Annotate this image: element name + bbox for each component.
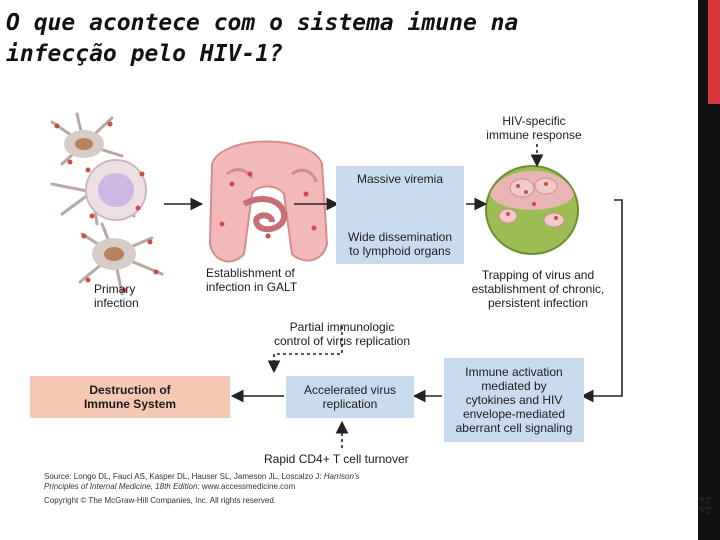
primary-infection-line-2: infection <box>94 296 139 310</box>
source-citation: Source: Longo DL, Fauci AS, Kasper DL, H… <box>44 472 359 506</box>
source-url: www.accessmedicine.com <box>201 482 296 491</box>
partial-control-line-2: control of virus replication <box>273 334 411 348</box>
viremia-text: Massive viremia <box>356 172 443 186</box>
slide-title-line-1: O que acontece com o sistema imune na <box>6 10 519 36</box>
dissemination-text: Wide dissemination to lymphoid organs <box>336 230 464 258</box>
galt-line-1: Establishment of <box>206 266 295 280</box>
slide-title: O que acontece com o sistema imune na in… <box>6 8 696 70</box>
turnover-label: Rapid CD4+ T cell turnover <box>264 452 409 466</box>
destruction-text: Destruction of Immune System <box>30 383 230 411</box>
lymph-node-illustration <box>485 165 579 255</box>
partial-control-line-1: Partial immunologic <box>289 320 395 334</box>
source-title-part-2: Principles of Internal Medicine, 18th Ed… <box>44 482 200 491</box>
hiv-response-line-2: immune response <box>486 128 582 142</box>
dendritic-cells-illustration <box>50 112 164 296</box>
destruction-box: Destruction of Immune System <box>30 376 230 418</box>
galt-line-2: infection in GALT <box>206 280 298 294</box>
viremia-dissemination-box: Massive viremia Wide dissemination to ly… <box>336 166 464 264</box>
dissemination-line-1: Wide dissemination <box>347 230 453 244</box>
side-bar <box>698 0 720 540</box>
immune-activation-line-5: aberrant cell signaling <box>455 421 573 435</box>
immune-activation-line-4: envelope-mediated <box>462 407 566 421</box>
source-title-part-1: Harrison's <box>323 472 360 481</box>
galt-label: Establishment of infection in GALT <box>206 266 297 294</box>
accelerated-line-2: replication <box>322 397 378 411</box>
page-number: 44 <box>696 494 716 516</box>
destruction-line-2: Immune System <box>83 397 177 411</box>
trapping-label: Trapping of virus and establishment of c… <box>452 268 624 310</box>
side-accent-bar <box>708 0 720 104</box>
immune-activation-text: Immune activation mediated by cytokines … <box>444 365 584 435</box>
dissemination-line-2: to lymphoid organs <box>349 244 451 258</box>
immune-activation-line-2: mediated by <box>481 379 547 393</box>
figure-illustrations <box>50 112 623 448</box>
source-line-1: Source: Longo DL, Fauci AS, Kasper DL, H… <box>44 472 359 482</box>
trapping-line-3: persistent infection <box>487 296 589 310</box>
slide-title-line-2: infecção pelo HIV-1? <box>6 41 283 67</box>
gut-galt-illustration <box>208 140 329 263</box>
source-line-2: Principles of Internal Medicine, 18th Ed… <box>44 482 359 492</box>
partial-control-label: Partial immunologic control of virus rep… <box>258 320 426 348</box>
accelerated-replication-text: Accelerated virus replication <box>286 383 414 411</box>
hiv-response-line-1: HIV-specific <box>502 114 566 128</box>
immune-activation-line-1: Immune activation <box>465 365 563 379</box>
trapping-line-1: Trapping of virus and <box>481 268 595 282</box>
hiv-response-label: HIV-specific immune response <box>474 114 594 142</box>
primary-infection-label: Primary infection <box>94 282 139 310</box>
accelerated-line-1: Accelerated virus <box>303 383 397 397</box>
accelerated-replication-box: Accelerated virus replication <box>286 376 414 418</box>
hiv-pathogenesis-figure: Primary infection Establishment of infec… <box>22 104 686 524</box>
destruction-line-1: Destruction of <box>89 383 171 397</box>
trapping-line-2: establishment of chronic, <box>471 282 605 296</box>
copyright: Copyright © The McGraw-Hill Companies, I… <box>44 496 277 505</box>
source-authors: Source: Longo DL, Fauci AS, Kasper DL, H… <box>44 472 322 481</box>
immune-activation-box: Immune activation mediated by cytokines … <box>444 358 584 442</box>
primary-infection-line-1: Primary <box>94 282 136 296</box>
immune-activation-line-3: cytokines and HIV <box>465 393 563 407</box>
